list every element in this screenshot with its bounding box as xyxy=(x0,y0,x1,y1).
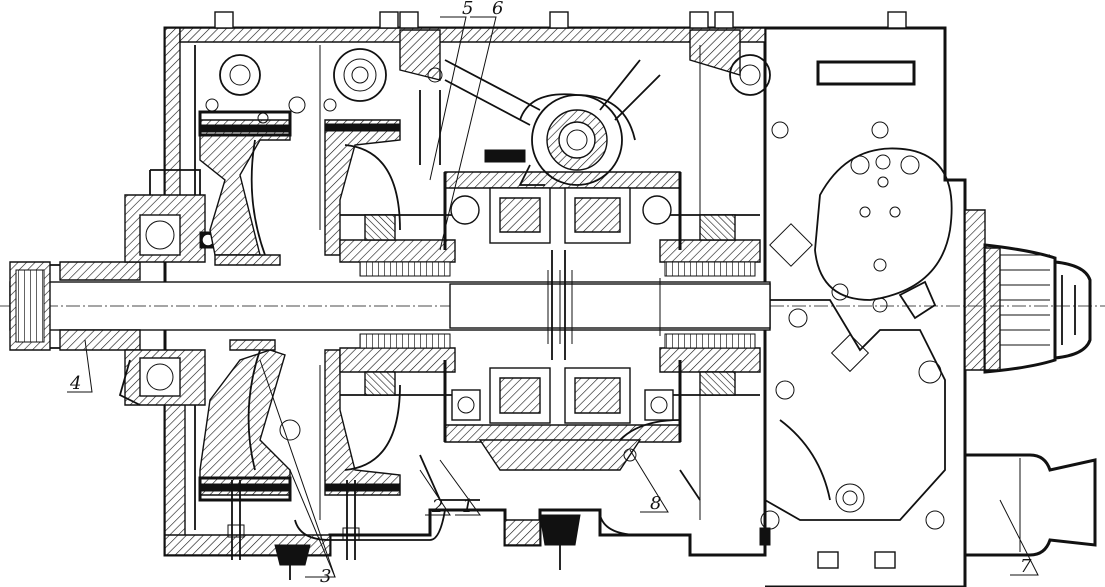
callouts: 5 6 2 1 4 3 8 7 xyxy=(69,0,1032,587)
left-bearing-assembly xyxy=(118,169,216,406)
left-brake-drum xyxy=(198,110,292,560)
leader-lines xyxy=(67,16,1039,578)
callout-3: 3 xyxy=(320,566,331,587)
bottom-bolts xyxy=(274,514,896,580)
main-shaft xyxy=(0,261,1105,351)
leader-4 xyxy=(67,339,93,393)
top-bolts xyxy=(214,11,907,29)
callout-5: 5 xyxy=(462,0,473,19)
clutch-pack xyxy=(339,214,761,396)
leader-7 xyxy=(999,499,1039,576)
callout-2: 2 xyxy=(431,496,443,517)
planet-carrier xyxy=(443,171,682,471)
housing xyxy=(163,26,767,557)
leader-2 xyxy=(419,469,451,516)
center-brake-drum xyxy=(324,119,401,560)
leader-8 xyxy=(629,449,669,513)
top-left-bearing xyxy=(205,48,771,124)
callout-1: 1 xyxy=(462,496,473,517)
leader-6 xyxy=(439,16,497,251)
callout-4: 4 xyxy=(69,373,81,394)
right-flange-cover xyxy=(764,26,1097,587)
leader-5 xyxy=(429,16,467,181)
callout-6: 6 xyxy=(492,0,503,19)
callout-7: 7 xyxy=(1020,556,1032,577)
callout-8: 8 xyxy=(650,493,661,514)
leader-1 xyxy=(439,459,481,516)
